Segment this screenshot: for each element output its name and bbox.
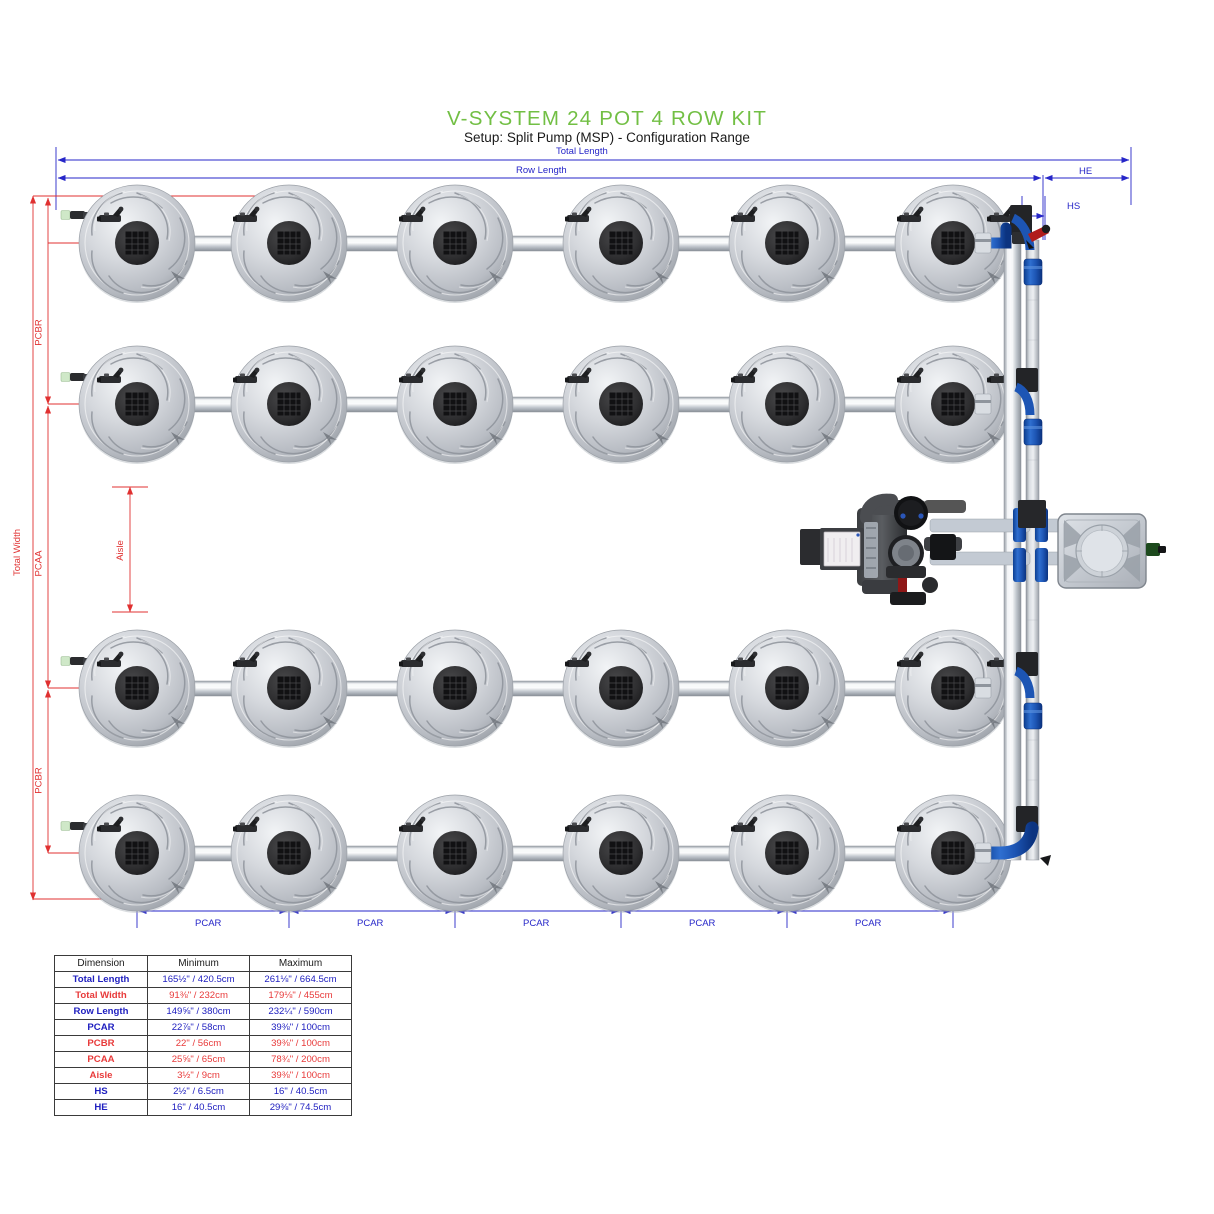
label-pcar-4: PCAR [689, 918, 716, 929]
vertical-manifold [974, 205, 1051, 866]
row-length-dimension [55, 174, 1044, 240]
reservoir-tank [1057, 513, 1166, 589]
minimum-value: 149⅝" / 380cm [147, 1003, 250, 1020]
total-length-dimension [55, 147, 1132, 205]
label-hs: HS [1067, 201, 1081, 212]
minimum-value: 2½" / 6.5cm [147, 1083, 250, 1100]
pump-outlet-block [930, 534, 956, 560]
label-aisle: Aisle [114, 540, 126, 561]
maximum-value: 179⅛" / 455cm [249, 987, 352, 1004]
label-total-width: Total Width [12, 529, 23, 576]
row-coupler-2 [974, 382, 1043, 446]
dimension-name: PCBR [54, 1035, 148, 1052]
minimum-value: 91⅜" / 232cm [147, 987, 250, 1004]
minimum-value: 22" / 56cm [147, 1035, 250, 1052]
label-he: HE [1079, 166, 1093, 177]
label-pcar-2: PCAR [357, 918, 384, 929]
minimum-value: 165½" / 420.5cm [147, 971, 250, 988]
dimension-name: HS [54, 1083, 148, 1100]
maximum-value: 39⅜" / 100cm [249, 1019, 352, 1036]
row-coupler-4 [974, 821, 1051, 866]
dimension-name: Total Length [54, 971, 148, 988]
pump-assembly [800, 493, 1166, 605]
table-header-minimum: Minimum [147, 955, 250, 972]
maximum-value: 39⅜" / 100cm [249, 1035, 352, 1052]
pot-row-3 [60, 629, 1014, 749]
label-row-length: Row Length [516, 165, 567, 176]
table-header-maximum: Maximum [249, 955, 352, 972]
maximum-value: 78¾" / 200cm [249, 1051, 352, 1068]
aisle-dimension [112, 486, 148, 613]
label-pcbr-top: PCBR [33, 319, 45, 346]
dimension-name: Total Width [54, 987, 148, 1004]
label-pcbr-bottom: PCBR [33, 767, 45, 794]
row-coupler-3 [974, 666, 1043, 730]
minimum-value: 16" / 40.5cm [147, 1099, 250, 1116]
maximum-value: 232¼" / 590cm [249, 1003, 352, 1020]
label-pcar-5: PCAR [855, 918, 882, 929]
label-pcar-3: PCAR [523, 918, 550, 929]
pump-head [888, 535, 924, 571]
total-width-dimension [29, 195, 300, 901]
dimension-name: PCAR [54, 1019, 148, 1036]
minimum-value: 25⅝" / 65cm [147, 1051, 250, 1068]
dimension-name: Row Length [54, 1003, 148, 1020]
maximum-value: 29⅜" / 74.5cm [249, 1099, 352, 1116]
pot-row-1 [60, 184, 1014, 304]
pump-bracket [864, 522, 878, 578]
pump-valve-top [894, 496, 928, 530]
table-header-dimension: Dimension [54, 955, 148, 972]
hs-nozzle [1026, 224, 1051, 249]
system-drawing [29, 147, 1166, 928]
pump-controller [800, 528, 864, 570]
dimension-name: PCAA [54, 1051, 148, 1068]
page-subtitle: Setup: Split Pump (MSP) - Configuration … [464, 130, 750, 145]
page-title: V-SYSTEM 24 POT 4 ROW KIT [446, 107, 768, 130]
dimension-name: HE [54, 1099, 148, 1116]
minimum-value: 22⅞" / 58cm [147, 1019, 250, 1036]
maximum-value: 261⅛" / 664.5cm [249, 971, 352, 988]
pot-rows [60, 184, 1014, 914]
tank-outlet [1146, 543, 1160, 556]
minimum-value: 3½" / 9cm [147, 1067, 250, 1084]
pump-red-valve [886, 566, 938, 605]
label-pcaa: PCAA [33, 550, 45, 577]
maximum-value: 39⅜" / 100cm [249, 1067, 352, 1084]
label-pcar-1: PCAR [195, 918, 222, 929]
pot-row-2 [60, 345, 1014, 465]
maximum-value: 16" / 40.5cm [249, 1083, 352, 1100]
dimension-name: Aisle [54, 1067, 148, 1084]
pot-row-4 [60, 794, 1012, 914]
label-total-length: Total Length [556, 146, 608, 157]
